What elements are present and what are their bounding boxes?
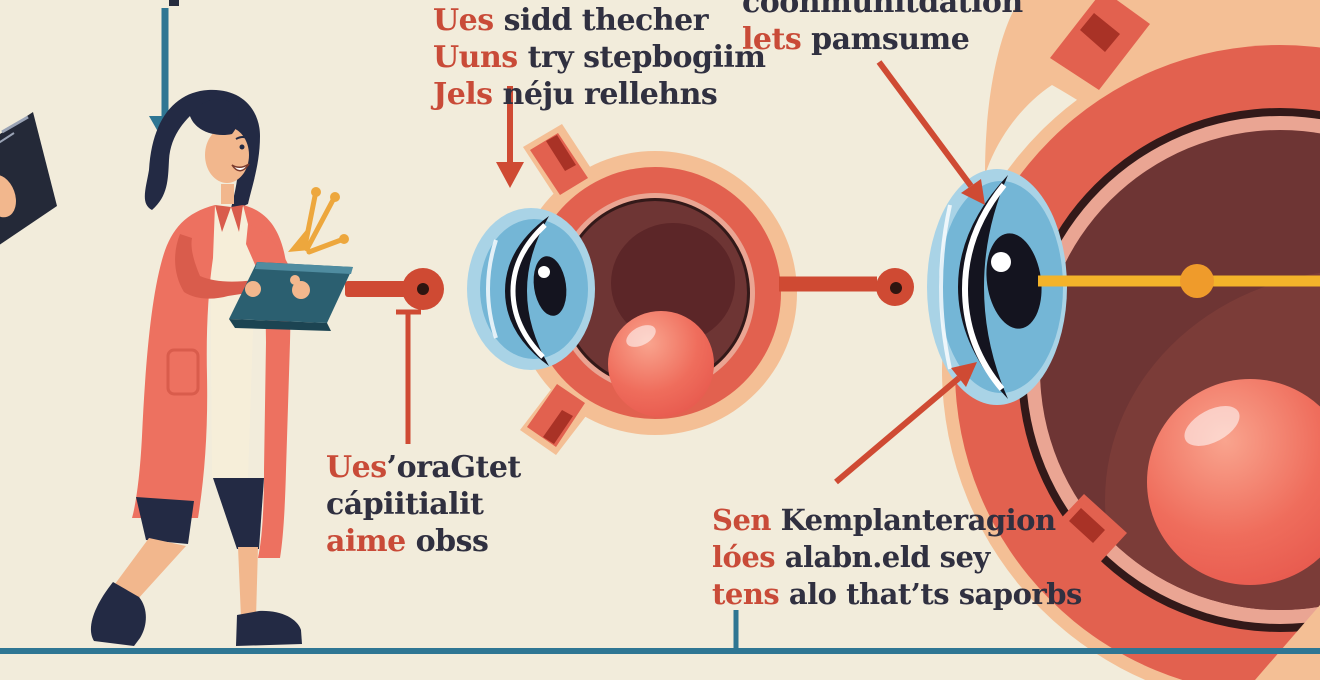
label-rest: alo that’ts saporbs xyxy=(779,577,1082,611)
eye xyxy=(239,144,245,150)
label-rest: sidd thecher xyxy=(493,3,709,38)
label-rest: coonmunitdation xyxy=(742,0,1023,20)
label-line: coonmunitdation xyxy=(742,0,1023,21)
hand-left xyxy=(245,281,261,297)
iris-crescent xyxy=(505,216,549,366)
label-rest: ’oraGtet xyxy=(386,450,522,485)
label-lead: tens xyxy=(712,577,780,611)
label-line: tens alo that’ts saporbs xyxy=(712,576,1082,613)
label-rest: pamsume xyxy=(801,22,970,57)
hand xyxy=(0,174,16,218)
iris-crescent xyxy=(958,175,1008,399)
eye-cross-section-large xyxy=(927,0,1320,680)
label-lead: lóes xyxy=(712,540,776,574)
cornea-small xyxy=(467,208,595,370)
tablet-edge xyxy=(229,319,331,331)
face xyxy=(205,127,249,183)
red-diagonal-arrow-up-icon xyxy=(834,362,977,485)
label-lead: lets xyxy=(742,22,802,57)
label-line: Ues sidd thecher xyxy=(433,2,765,39)
eye-muscle-bottom xyxy=(520,379,596,455)
smile xyxy=(231,163,250,172)
pant-front xyxy=(136,497,194,544)
calf-front xyxy=(115,538,186,600)
researcher-figure xyxy=(90,89,353,646)
label-rest: try stepbogiim xyxy=(517,40,766,75)
lapel xyxy=(231,205,243,232)
hand-right xyxy=(292,281,310,299)
label-line: aime obss xyxy=(326,523,521,560)
tablet xyxy=(229,262,353,323)
label-top-left: Ues sidd thecher Uuns try stepbogiim Jel… xyxy=(433,2,766,113)
eye-muscle-bottom xyxy=(1048,494,1127,571)
pocket xyxy=(166,348,200,396)
pant-back xyxy=(213,478,264,549)
label-rest: obss xyxy=(405,524,489,559)
label-line: Sen Kemplanteragion xyxy=(712,502,1082,539)
label-top-right: coonmunitdation lets pamsume xyxy=(742,0,1023,58)
red-diagonal-arrow-down-icon xyxy=(876,60,985,205)
arm-left xyxy=(175,234,254,299)
label-rest: néju rellehns xyxy=(492,77,718,112)
gold-rays-icon xyxy=(288,187,349,255)
handheld-tablet-clipboard-icon xyxy=(0,112,57,245)
label-rest: Kemplanteragion xyxy=(770,503,1057,537)
label-lead: Ues xyxy=(326,450,387,485)
vitreous-shadow xyxy=(611,223,735,343)
eye-muscle-top xyxy=(1050,0,1150,90)
eye-muscle-top xyxy=(523,124,596,199)
red-dot-connector-left xyxy=(345,268,444,444)
label-line: Uuns try stepbogiim xyxy=(433,39,766,76)
label-line: lóes alabn.eld sey xyxy=(712,539,1082,576)
label-mid-left: Ues’oraGtet cápiitialit aime obss xyxy=(326,449,521,560)
halo-bottom-corner xyxy=(1255,605,1320,680)
label-lead: Jels xyxy=(433,77,493,112)
eye-cross-section-small xyxy=(467,124,797,455)
light-ray-icon xyxy=(1038,264,1320,298)
red-down-arrow-icon xyxy=(496,86,524,188)
label-rest: cápiitialit xyxy=(326,487,484,522)
label-line: lets pamsume xyxy=(742,21,1023,58)
red-dot-connector-middle xyxy=(779,268,914,306)
cornea-large xyxy=(927,169,1067,405)
label-lead: Sen xyxy=(712,503,771,537)
label-line: Ues’oraGtet xyxy=(326,449,521,486)
label-line: cápiitialit xyxy=(326,486,521,523)
hair-front xyxy=(190,99,239,136)
baseline xyxy=(0,610,1320,654)
label-line: Jels néju rellehns xyxy=(433,76,765,113)
lens-ball xyxy=(608,311,714,417)
shoe-back xyxy=(236,610,302,646)
label-lead: Ues xyxy=(433,3,494,38)
shirt xyxy=(210,207,254,478)
neck xyxy=(221,184,234,204)
lapel xyxy=(215,205,231,232)
label-rest: alabn.eld sey xyxy=(775,540,991,574)
label-lead: Uuns xyxy=(433,40,518,75)
label-lead: aime xyxy=(326,524,406,559)
label-bottom-right: Sen Kemplanteragion lóes alabn.eld sey t… xyxy=(712,502,1082,613)
cropped-glyph xyxy=(169,0,179,6)
shoe-front xyxy=(90,582,146,646)
calf-back xyxy=(238,547,258,618)
focus-dot xyxy=(1180,264,1214,298)
